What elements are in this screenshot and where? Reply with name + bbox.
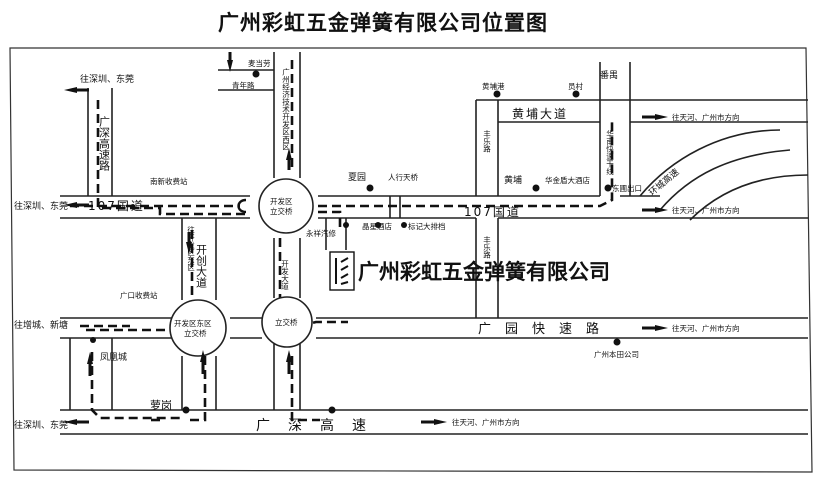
label-to-tianhe-1: 往天河、广州市方向 <box>672 112 740 122</box>
label-fengle-road-1: 丰乐路 <box>482 129 491 153</box>
label-yuancun: 员村 <box>568 81 583 91</box>
label-kaichuang-sub: 往开发区东区 <box>186 225 195 271</box>
label-to-tianhe-4: 往天河、广州市方向 <box>452 417 520 427</box>
label-biaoji: 标记大排档 <box>408 221 446 231</box>
map-title: 广州彩虹五金弹簧有限公司位置图 <box>218 11 548 35</box>
right-arrow-icon <box>421 114 668 425</box>
label-guangkou-toll: 广口收费站 <box>120 290 158 300</box>
label-dongpu-exit: 东圃出口 <box>612 183 642 193</box>
label-107-right: 107国道 <box>464 205 521 219</box>
label-kaifaqu-bridge-2: 立交桥 <box>270 206 293 216</box>
label-to-tianhe-3: 往天河、广州市方向 <box>672 323 740 333</box>
label-guangshen-expressway-h: 广深高速 <box>256 417 384 434</box>
label-guangyuan-expressway: 广园快速路 <box>478 321 613 337</box>
label-mcdonalds: 麦当劳 <box>248 58 271 68</box>
label-panyu: 番禺 <box>600 69 618 81</box>
down-arrow-icon <box>186 52 233 254</box>
label-guangshen-expressway-v: 广深高速路 <box>98 116 111 172</box>
label-luogang: 萝岗 <box>150 399 172 412</box>
label-107-left: 107国道 <box>88 199 145 213</box>
kaifaqu-interchange <box>258 178 314 234</box>
label-qingnian-road: 青年路 <box>232 80 255 90</box>
label-kaichuang-avenue: 开创大道 <box>195 244 208 288</box>
up-arrow-icon <box>87 148 292 376</box>
label-xiayuan: 夏园 <box>348 172 366 183</box>
label-huangpu-avenue: 黄埔大道 <box>512 107 568 121</box>
label-huangpu: 黄埔 <box>504 174 522 186</box>
label-to-zengcheng: 往增城、新塘 <box>14 319 68 331</box>
lijiao-interchange <box>261 296 313 348</box>
road-network <box>60 52 809 435</box>
company-name: 广州彩虹五金弹簧有限公司 <box>358 260 610 284</box>
label-to-tianhe-2: 往天河、广州市方向 <box>672 205 740 215</box>
label-lijiao-bridge: 立交桥 <box>275 317 298 327</box>
label-econ-dev-west: 广州经济技术开发区西区 <box>281 67 290 151</box>
left-arrow-icon <box>64 87 89 425</box>
label-guangzhou-honda: 广州本田公司 <box>594 349 639 359</box>
label-jingxing-hotel: 晶星酒店 <box>362 221 392 231</box>
kaifa-dongqu-interchange <box>169 299 227 357</box>
route-lines <box>70 60 614 422</box>
label-kaifa-avenue: 开发大道 <box>280 260 289 292</box>
label-yongxiang-auto: 永祥汽修 <box>306 228 336 238</box>
label-huangpu-port: 黄埔港 <box>482 81 505 91</box>
label-huajin-hotel: 华金盾大酒店 <box>545 175 590 185</box>
company-logo-icon <box>329 251 355 291</box>
label-fenghuang-city: 凤凰城 <box>100 352 127 363</box>
label-nanxin-toll: 南新收费站 <box>150 176 188 186</box>
label-fengle-road-2: 丰乐路 <box>482 235 491 259</box>
label-to-shenzhen-top: 往深圳、东莞 <box>80 73 134 85</box>
map-frame <box>9 47 813 473</box>
label-kaifa-dongqu-bridge-1: 开发区东区 <box>174 318 212 328</box>
label-kaifa-dongqu-bridge-2: 立交桥 <box>184 328 207 338</box>
label-kaifaqu-bridge-1: 开发区 <box>270 196 293 206</box>
u-turn-arrow-icon <box>237 198 247 214</box>
label-huanan-expressway: 华南快速干线 <box>605 129 614 176</box>
label-pedestrian-bridge: 人行天桥 <box>388 172 418 182</box>
label-to-shenzhen-left: 往深圳、东莞 <box>14 200 68 212</box>
landmark-dots <box>90 70 621 414</box>
label-to-shenzhen-bottom: 往深圳、东莞 <box>14 419 68 431</box>
